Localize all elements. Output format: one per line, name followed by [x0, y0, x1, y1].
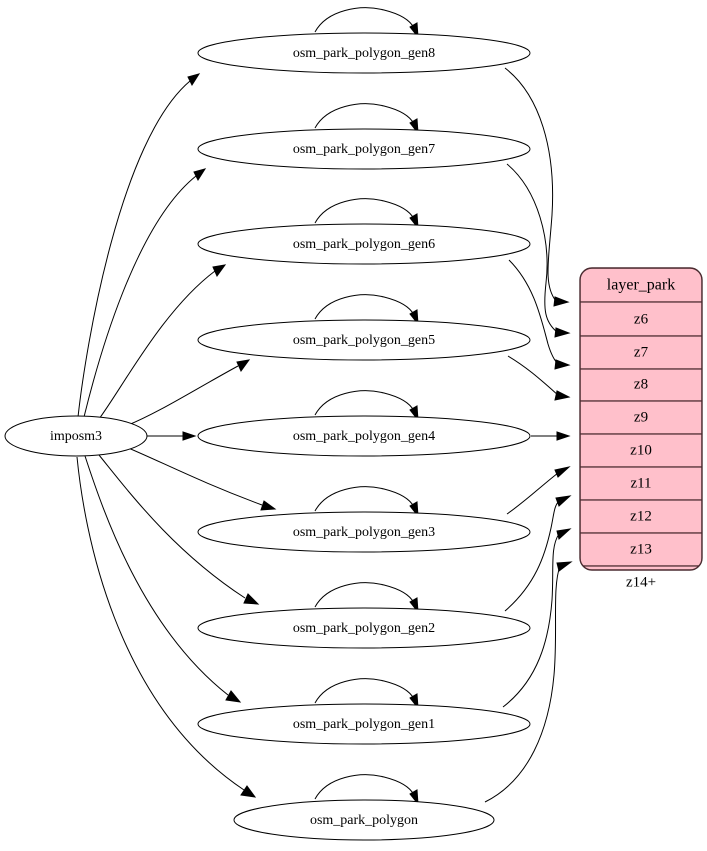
table-row-z12[interactable]: [580, 499, 702, 534]
edge-gen2-to-z12: [504, 495, 572, 612]
node-ellipse[interactable]: [197, 607, 531, 649]
table-row-z9[interactable]: [580, 400, 702, 435]
node-gen8[interactable]: osm_park_polygon_gen8: [197, 32, 531, 74]
self-loop-group: [314, 7, 419, 806]
edge-imposm3-to-polygon: [76, 456, 257, 798]
table-layer-park[interactable]: layer_park z6 z7 z8 z9 z10 z11 z12 z13 z…: [579, 267, 703, 600]
edge-imposm3-to-gen7: [83, 168, 207, 418]
edge-group-source-to-nodes: [76, 73, 277, 798]
edge-gen8-to-z6: [504, 67, 570, 307]
node-label: osm_park_polygon_gen5: [293, 333, 435, 348]
edge-gen5-to-z9: [507, 355, 571, 401]
table-row-z14[interactable]: [580, 565, 702, 600]
edge-imposm3-to-gen2: [98, 454, 260, 605]
table-row-label-z14: z14+: [626, 574, 656, 590]
node-ellipse[interactable]: [197, 703, 531, 745]
self-loop-polygon: [314, 774, 419, 806]
edge-imposm3-to-gen6: [98, 264, 227, 420]
node-gen4[interactable]: osm_park_polygon_gen4: [197, 415, 531, 457]
edge-imposm3-to-gen5: [125, 359, 251, 427]
edge-imposm3-to-gen8: [77, 73, 201, 418]
table-row-label-z9: z9: [634, 409, 648, 425]
node-ellipse[interactable]: [233, 799, 495, 841]
node-ellipse[interactable]: [4, 415, 148, 457]
node-label: osm_park_polygon_gen8: [293, 46, 435, 61]
node-gen5[interactable]: osm_park_polygon_gen5: [197, 319, 531, 361]
edge-gen3-to-z11: [506, 466, 571, 515]
table-row-label-z7: z7: [634, 344, 649, 360]
node-gen2[interactable]: osm_park_polygon_gen2: [197, 607, 531, 649]
node-label: osm_park_polygon_gen7: [293, 142, 435, 157]
table-row-z6[interactable]: [580, 301, 702, 337]
edge-polygon-to-z14: [484, 561, 573, 803]
node-label: osm_park_polygon: [310, 813, 418, 828]
table-row-label-z10: z10: [630, 442, 652, 458]
node-gen7[interactable]: osm_park_polygon_gen7: [197, 128, 531, 170]
table-row-z8[interactable]: [580, 368, 702, 402]
table-row-label-z13: z13: [630, 541, 652, 557]
table-row-label-z11: z11: [630, 475, 651, 491]
edge-imposm3-to-gen1: [84, 455, 242, 703]
edge-gen6-to-z8: [508, 259, 571, 370]
table-outline: [579, 267, 703, 571]
edge-imposm3-to-gen4: [147, 431, 197, 441]
node-ellipse[interactable]: [197, 128, 531, 170]
node-gen3[interactable]: osm_park_polygon_gen3: [197, 511, 531, 553]
edge-gen1-to-z13: [502, 528, 572, 708]
node-gen6[interactable]: osm_park_polygon_gen6: [197, 223, 531, 265]
table-row-z10[interactable]: [580, 433, 702, 468]
table-row-label-z8: z8: [634, 376, 648, 392]
edge-gen7-to-z7: [506, 163, 571, 338]
node-ellipse[interactable]: [197, 223, 531, 265]
table-row-label-z6: z6: [634, 311, 649, 327]
node-label: osm_park_polygon_gen6: [293, 237, 435, 252]
edge-group-nodes-to-table: [484, 67, 573, 803]
node-label: imposm3: [50, 429, 102, 444]
node-imposm3[interactable]: imposm3: [4, 415, 148, 457]
node-label: osm_park_polygon_gen4: [293, 429, 435, 444]
node-ellipse[interactable]: [197, 511, 531, 553]
node-label: osm_park_polygon_gen2: [293, 621, 435, 636]
node-label: osm_park_polygon_gen1: [293, 717, 435, 732]
table-header-label: layer_park: [607, 277, 675, 294]
node-ellipse[interactable]: [197, 32, 531, 74]
node-label: osm_park_polygon_gen3: [293, 525, 435, 540]
node-gen1[interactable]: osm_park_polygon_gen1: [197, 703, 531, 745]
node-osm-park-polygon[interactable]: osm_park_polygon: [233, 799, 495, 841]
edge-gen4-to-z10: [531, 431, 571, 441]
node-ellipse[interactable]: [197, 415, 531, 457]
edge-imposm3-to-gen3: [125, 446, 277, 511]
table-row-label-z12: z12: [630, 508, 652, 524]
node-ellipse[interactable]: [197, 319, 531, 361]
